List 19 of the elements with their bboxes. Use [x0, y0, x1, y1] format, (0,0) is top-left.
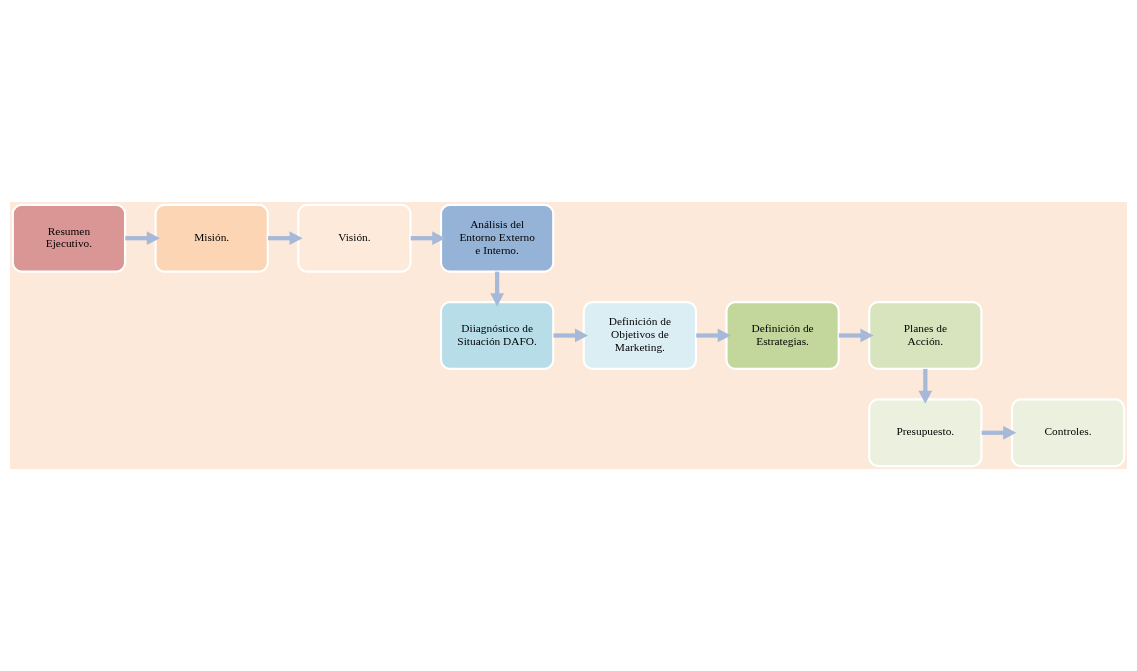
- node-box: Presupuesto.: [868, 398, 983, 468]
- node-box: Misión.: [154, 203, 269, 273]
- arrow: [490, 271, 504, 307]
- node-box: Definición de Estrategias.: [725, 301, 840, 370]
- arrow: [696, 328, 731, 343]
- arrow: [838, 328, 874, 343]
- arrow: [981, 425, 1017, 440]
- node-box: Análisis del Entorno Externo e Interno.: [439, 203, 555, 273]
- arrow: [125, 231, 160, 246]
- arrow: [553, 328, 589, 343]
- arrow: [410, 231, 446, 246]
- node-box: Planes de Acción.: [868, 301, 983, 370]
- arrow: [918, 368, 933, 404]
- node-box: Definición de Objetivos de Marketing.: [582, 301, 698, 370]
- arrow: [268, 231, 303, 246]
- node-box: Visión.: [297, 203, 412, 273]
- node-box: Controles.: [1010, 398, 1126, 468]
- node-box: Resumen Ejecutivo.: [11, 203, 127, 273]
- node-box: Diiagnóstico de Situación DAFO.: [439, 301, 555, 370]
